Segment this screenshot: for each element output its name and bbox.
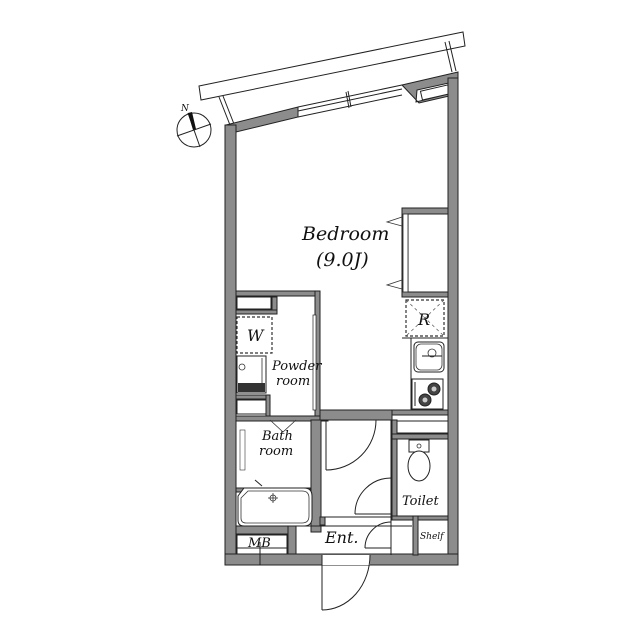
refrigerator-space: R [405,299,445,337]
meter-box-label: MB [247,536,271,551]
north-label: N [180,104,190,114]
bath-room-label-1: Bath [261,429,293,444]
entrance-label: Ent. [324,528,359,547]
kitchen-counter [402,337,448,415]
washer-space: W [236,316,273,354]
entrance: Ent. [295,516,412,611]
shelf-label: Shelf [420,532,445,542]
bath-room-label-2: room [259,444,293,459]
bedroom-size-label: (9.0J) [316,249,369,271]
toilet-room: Toilet [391,419,449,521]
bedroom-label: Bedroom [301,223,389,245]
washer-label: W [247,326,265,345]
shelf: Shelf [412,515,445,556]
compass-north-icon: N [176,104,212,148]
bathtub-icon [237,487,313,527]
utility-partitions [235,290,449,422]
meter-box: MB [235,525,297,565]
hall-doors [320,419,392,555]
powder-room-label-2: room [276,374,310,389]
powder-room-label-1: Powder [271,359,322,374]
window [297,84,403,118]
sink-icon [413,341,445,373]
washbasin-icon [236,355,267,394]
toilet-bowl-icon [407,439,431,482]
stove-icon [411,378,444,410]
bath-room [235,419,322,533]
balcony [198,31,466,126]
closet [385,207,449,298]
toilet-label: Toilet [402,494,439,509]
refrigerator-label: R [417,310,430,329]
